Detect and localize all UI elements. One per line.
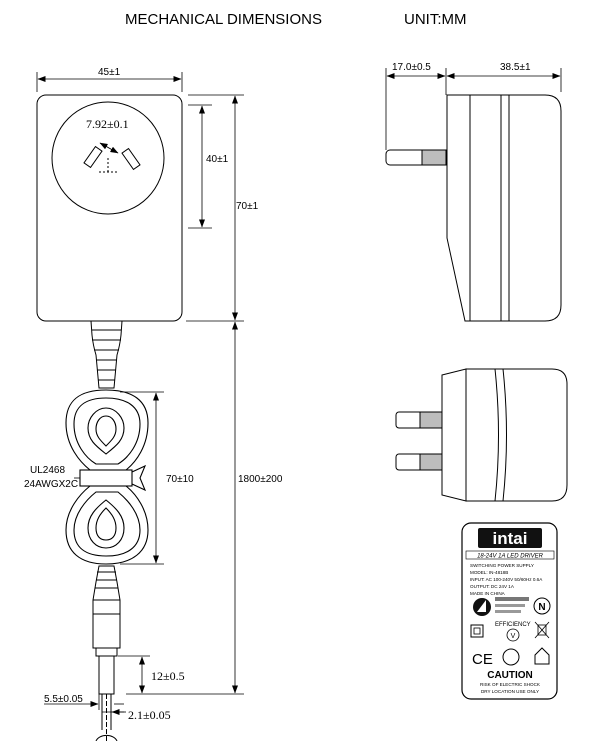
efficiency-level-icon	[506, 628, 520, 642]
caution-line2: DRY LOCATION USE ONLY	[481, 689, 539, 694]
double-insulation-icon	[470, 624, 484, 638]
front-view	[36, 94, 183, 322]
efficiency-level: V	[511, 633, 516, 640]
page-title: MECHANICAL DIMENSIONS	[125, 11, 322, 28]
body-depth-dimension	[446, 68, 562, 92]
tip-length-dimension	[118, 655, 150, 694]
coil-length-text: 70±10	[166, 474, 194, 485]
body-depth-text: 38.5±1	[500, 62, 531, 73]
pin-pitch-line	[99, 142, 119, 154]
label-line5: MADE IN CHINA	[470, 591, 506, 596]
cable-type-line2: 24AWGX2C	[24, 479, 78, 490]
socket-height-dimension	[188, 104, 212, 229]
label-line4: OUTPUT: DC 24V 1A	[470, 584, 515, 589]
inner-diameter-text: 2.1±0.05	[128, 708, 171, 722]
outer-diameter-dimension	[44, 694, 124, 710]
indoor-use-icon	[534, 647, 550, 665]
width-dimension	[36, 72, 183, 92]
label-model-title: 18-24V 1A LED DRIVER	[477, 554, 543, 560]
caution-line1: RISK OF ELECTRIC SHOCK	[480, 682, 541, 687]
socket-height-text: 40±1	[206, 154, 229, 165]
round-mark-icon	[502, 648, 520, 666]
tip-length-text: 12±0.5	[151, 669, 185, 683]
pin-right-slot	[121, 147, 141, 171]
pin-length-text: 17.0±0.5	[392, 62, 431, 73]
height-dimension	[186, 94, 244, 322]
pin-pitch-dimension: 7.92±0.1	[86, 117, 129, 131]
height-dimension-text: 70±1	[236, 201, 259, 212]
weee-bin-icon	[534, 621, 550, 639]
label-line3: INPUT: AC 100-240V 50/60Hz 0.6A	[470, 577, 543, 582]
side-view	[385, 94, 562, 322]
pin-length-dimension	[385, 68, 447, 150]
adapter-body-front	[36, 94, 183, 322]
cable-type-line1: UL2468	[30, 465, 65, 476]
pin-left-slot	[83, 145, 103, 169]
n-mark-icon	[533, 597, 551, 615]
socket-circle	[51, 101, 165, 215]
dc-plug	[92, 565, 121, 741]
caution-title: CAUTION	[487, 670, 533, 681]
brand-name: intai	[493, 529, 528, 548]
svg-text:N: N	[538, 602, 545, 613]
width-dimension-text: 45±1	[98, 67, 121, 78]
strain-relief	[90, 320, 123, 389]
product-label: intai 18-24V 1A LED DRIVER SWITCHING POW…	[461, 522, 558, 700]
label-line2: MODEL: IN-4818B	[470, 570, 508, 575]
cable-length-text: 1800±200	[238, 474, 283, 485]
coiled-cable	[65, 389, 149, 565]
brand-logo	[478, 528, 542, 548]
label-line1: SWITCHING POWER SUPPLY	[470, 563, 534, 568]
ce-mark: CE	[472, 651, 493, 668]
top-view	[395, 368, 568, 502]
efficiency-label: EFFICIENCY	[495, 622, 531, 628]
unit-label: UNIT:MM	[404, 11, 467, 28]
coil-length-dimension	[120, 391, 164, 565]
outer-diameter-text: 5.5±0.05	[44, 694, 83, 705]
cable-length-dimension	[126, 321, 244, 695]
adapter-body-side	[469, 94, 562, 322]
plug-wedge	[446, 94, 471, 322]
